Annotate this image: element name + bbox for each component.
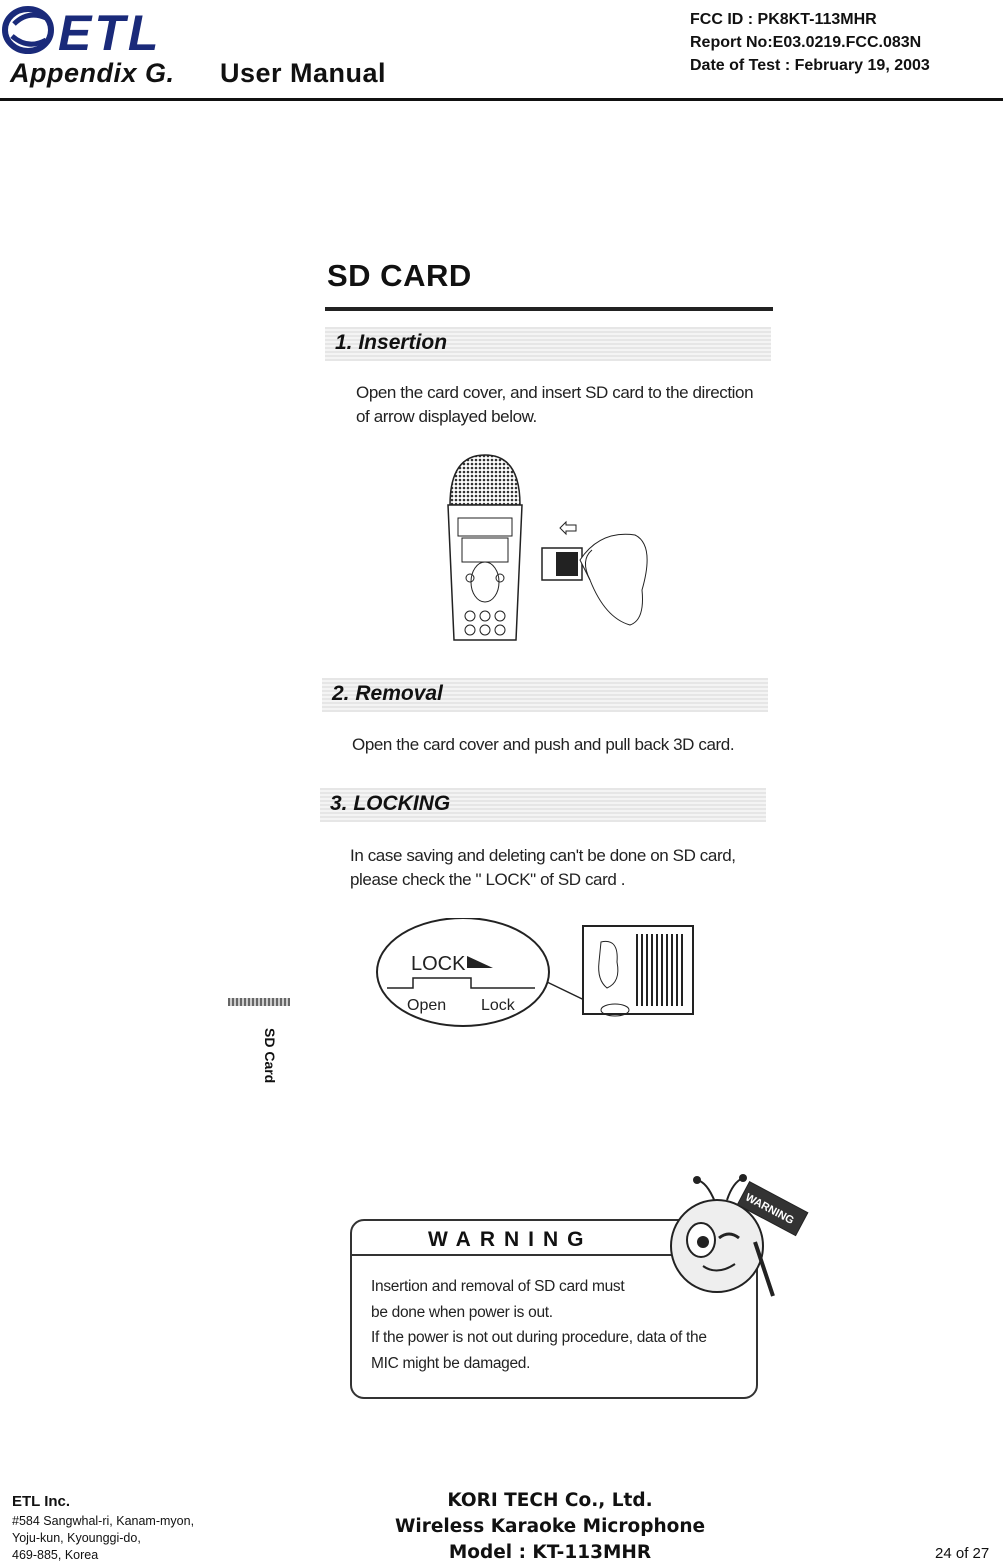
warning-line: be done when power is out.: [371, 1303, 553, 1321]
removal-text: Open the card cover and push and pull ba…: [352, 735, 735, 754]
lock-switch-diagram: LOCK Open Lock: [376, 918, 694, 1027]
section-heading-locking: 3. LOCKING: [320, 788, 766, 822]
warning-mascot-illustration: WARNING: [670, 1174, 809, 1297]
warning-line: Insertion and removal of SD card must: [371, 1278, 625, 1295]
fcc-id: FCC ID : PK8KT-113MHR: [690, 11, 877, 28]
product-name: Wireless Karaoke Microphone: [394, 1516, 706, 1537]
section-heading-removal: 2. Removal: [322, 678, 768, 712]
warning-text: Insertion and removal of SD card must be…: [371, 1274, 707, 1376]
insertion-line: of arrow displayed below.: [356, 407, 537, 426]
appendix-label: Appendix G.: [10, 58, 175, 88]
microphone-insertion-illustration: [447, 454, 648, 641]
footer-address: #584 Sangwhal-ri, Kanam-myon, Yoju-kun, …: [12, 1513, 194, 1564]
warning-title: WARNING: [428, 1228, 593, 1251]
report-no: Report No:E03.0219.FCC.083N: [690, 34, 922, 51]
page-number: 24 of 27: [935, 1545, 990, 1562]
warning-line: MIC might be damaged.: [371, 1354, 531, 1372]
section-heading-text: 3. LOCKING: [330, 792, 451, 815]
side-tab-marker: [228, 998, 290, 1006]
manual-title: SD CARD: [327, 258, 472, 293]
footer-maker: KORI TECH Co., Ltd. Wireless Karaoke Mic…: [350, 1488, 750, 1566]
insertion-line: Open the card cover, and insert SD card …: [356, 383, 754, 402]
address-line: 469-885, Korea: [12, 1548, 99, 1562]
model-name: Model : KT-113MHR: [448, 1542, 652, 1563]
maker-name: KORI TECH Co., Ltd.: [447, 1490, 653, 1511]
locking-line: please check the " LOCK" of SD card .: [350, 870, 626, 889]
etl-logo: ETL: [2, 5, 161, 56]
section-heading-text: 2. Removal: [332, 682, 443, 705]
logo-text: ETL: [58, 5, 161, 56]
lock-label: LOCK: [411, 953, 466, 975]
header-title: User Manual: [220, 58, 387, 88]
header-rule: [0, 98, 1003, 101]
footer-company: ETL Inc.: [12, 1493, 71, 1510]
side-tab-label: SD Card: [262, 1028, 278, 1084]
warning-divider: [352, 1254, 752, 1256]
warning-line: If the power is not out during procedure…: [371, 1329, 707, 1346]
test-date: Date of Test : February 19, 2003: [690, 57, 930, 74]
address-line: Yoju-kun, Kyounggi-do,: [12, 1531, 141, 1545]
locking-line: In case saving and deleting can't be don…: [350, 846, 736, 865]
insertion-text: Open the card cover, and insert SD card …: [356, 381, 754, 429]
section-heading-text: 1. Insertion: [335, 331, 448, 354]
title-rule: [325, 307, 773, 311]
section-heading-insertion: 1. Insertion: [325, 327, 771, 361]
fcc-info: FCC ID : PK8KT-113MHR Report No:E03.0219…: [690, 8, 930, 77]
locking-text: In case saving and deleting can't be don…: [350, 844, 736, 892]
open-label: Open: [407, 997, 446, 1014]
lock-position-label: Lock: [481, 997, 516, 1014]
address-line: #584 Sangwhal-ri, Kanam-myon,: [12, 1514, 195, 1528]
